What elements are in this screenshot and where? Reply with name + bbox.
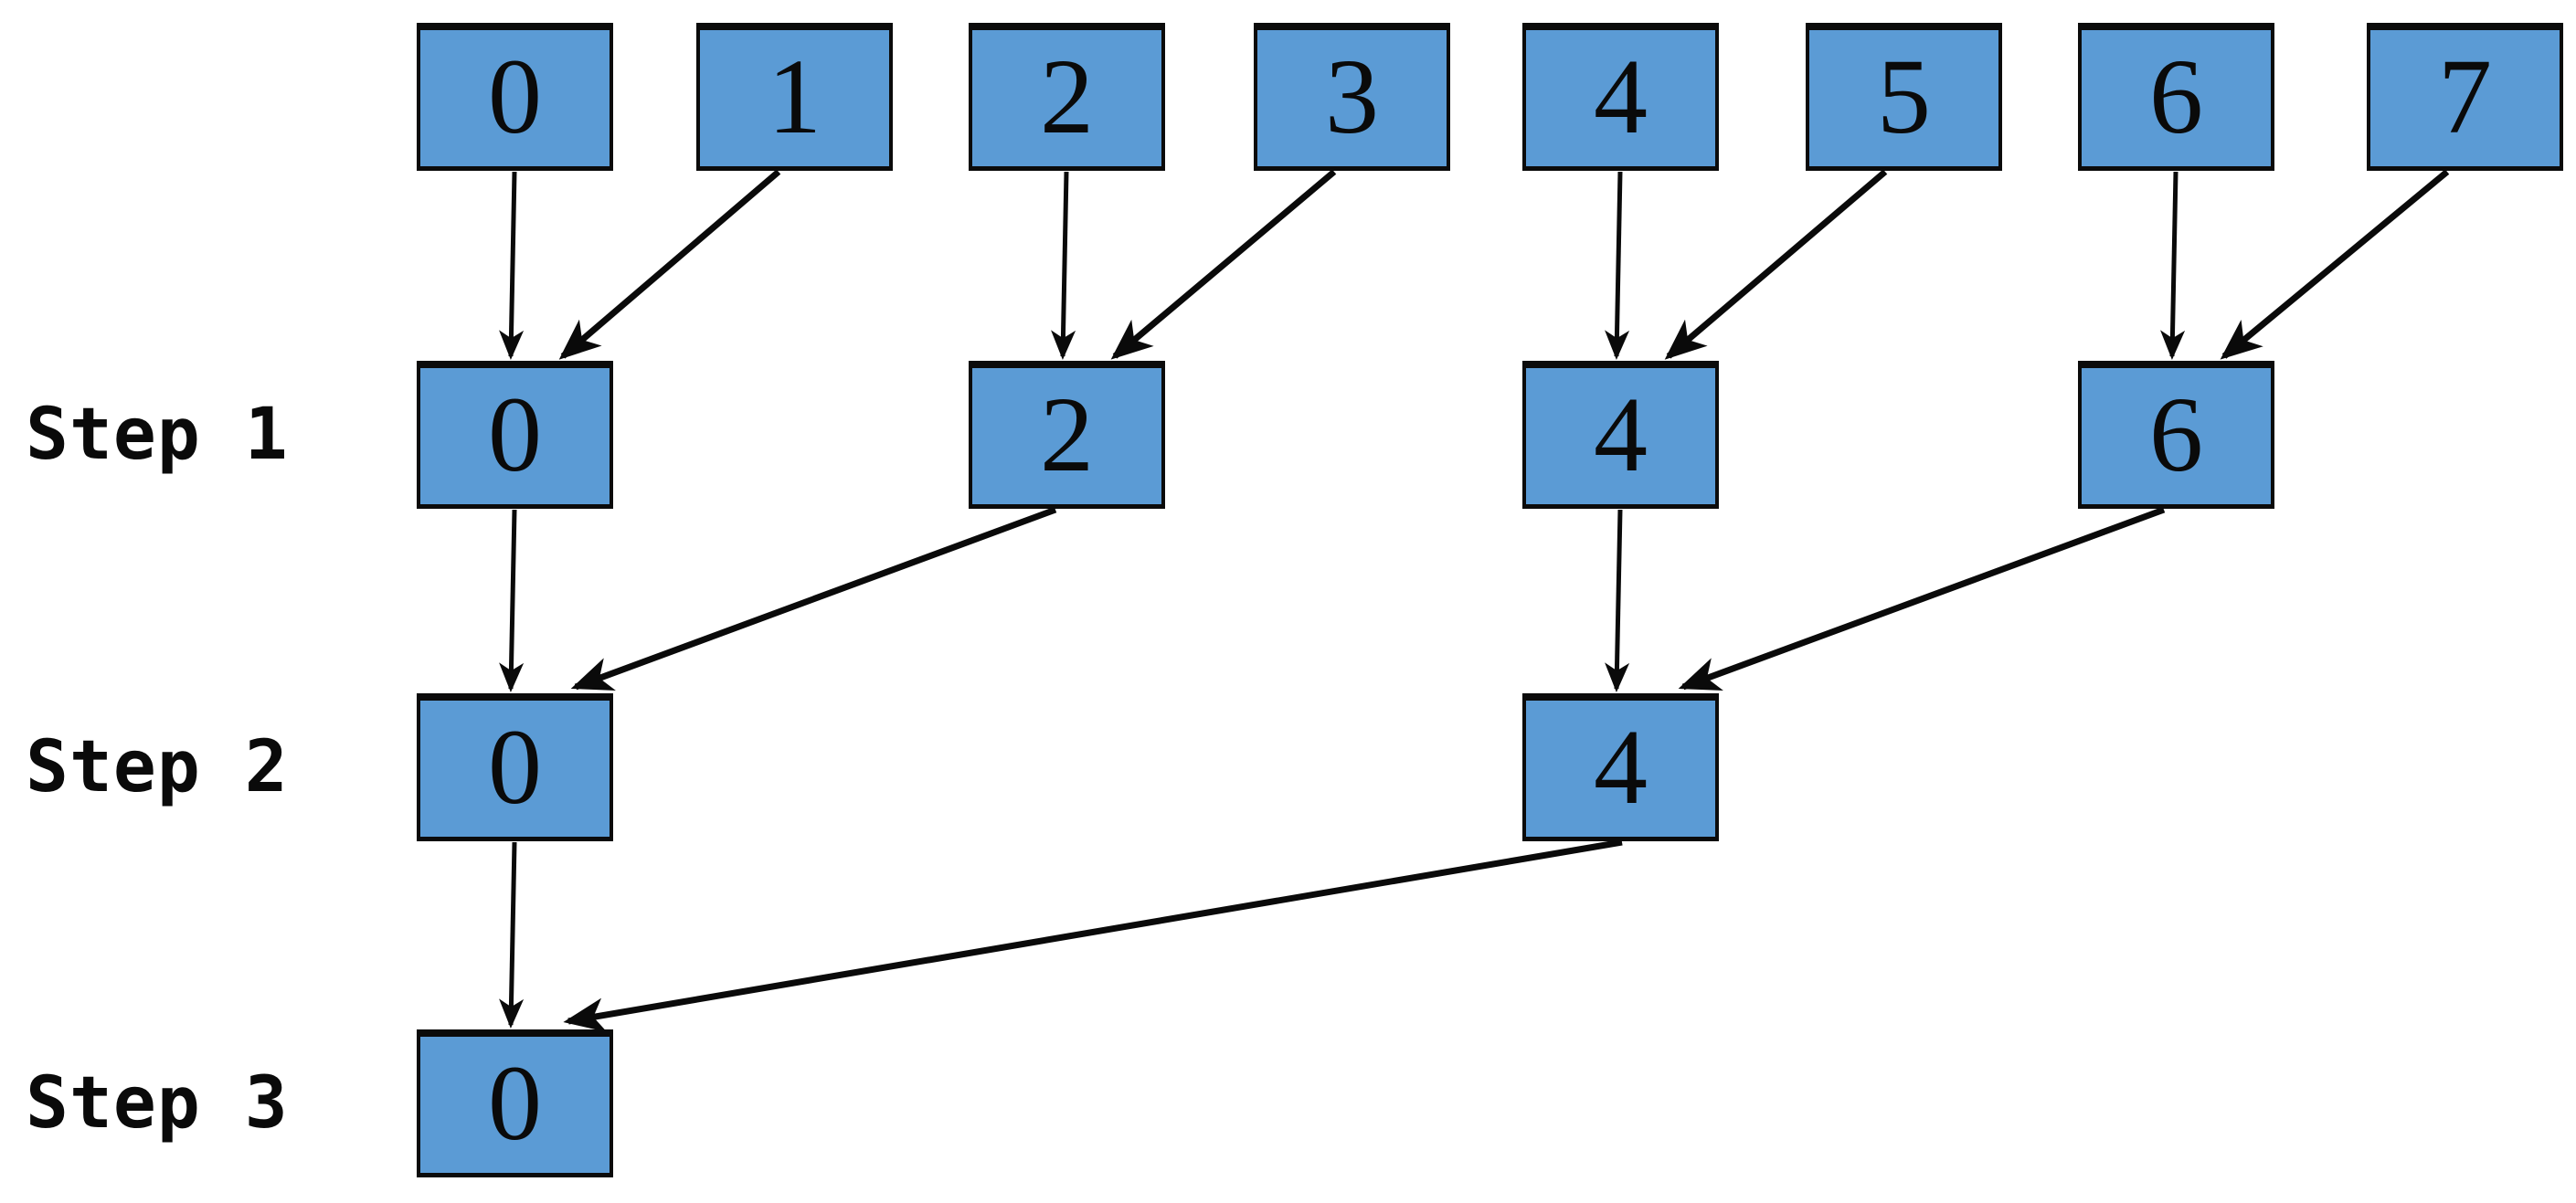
- step-2-label: Step 2: [26, 726, 289, 808]
- arrow-diagonal-1-to-step1-0: [558, 169, 781, 360]
- node-value: 2: [1040, 374, 1094, 494]
- node-value: 0: [488, 1042, 542, 1163]
- node-value: 4: [1594, 706, 1648, 827]
- arrow-vertical-4-to-step1-4: [1605, 171, 1630, 361]
- tree-node-step2-0: 0: [417, 693, 613, 841]
- node-value: 5: [1877, 36, 1931, 156]
- step-1-label: Step 1: [26, 394, 289, 476]
- arrow-vertical-0-to-step1-0: [499, 171, 525, 361]
- tree-node-step1-0: 0: [417, 361, 613, 509]
- tree-node-row0-6: 6: [2078, 23, 2274, 171]
- tree-node-step2-4: 4: [1522, 693, 1719, 841]
- tree-node-row0-4: 4: [1522, 23, 1719, 171]
- arrow-diagonal-step1-2-to-step2-0: [570, 506, 1057, 691]
- node-value: 4: [1594, 374, 1648, 494]
- tree-node-row0-3: 3: [1254, 23, 1450, 171]
- tree-node-step1-6: 6: [2078, 361, 2274, 509]
- tree-node-row0-7: 7: [2367, 23, 2563, 171]
- node-value: 4: [1594, 36, 1648, 156]
- arrow-vertical-step1-4-to-step2-4: [1605, 509, 1630, 693]
- node-value: 2: [1040, 36, 1094, 156]
- node-value: 0: [488, 706, 542, 827]
- arrow-vertical-step2-0-to-step3-0: [499, 841, 525, 1029]
- arrow-vertical-6-to-step1-6: [2160, 171, 2186, 361]
- tree-node-step1-2: 2: [969, 361, 1165, 509]
- tree-node-step3-0: 0: [417, 1029, 613, 1177]
- node-value: 0: [488, 36, 542, 156]
- tree-node-row0-2: 2: [969, 23, 1165, 171]
- arrow-diagonal-step2-4-to-step3-0: [563, 839, 1623, 1033]
- tree-node-row0-0: 0: [417, 23, 613, 171]
- node-value: 1: [768, 36, 822, 156]
- tree-node-row0-1: 1: [696, 23, 893, 171]
- arrow-vertical-step1-0-to-step2-0: [499, 509, 525, 693]
- node-value: 7: [2438, 36, 2492, 156]
- node-value: 0: [488, 374, 542, 494]
- tree-node-row0-5: 5: [1806, 23, 2002, 171]
- node-value: 3: [1325, 36, 1379, 156]
- arrow-vertical-2-to-step1-2: [1051, 171, 1076, 361]
- node-value: 6: [2149, 374, 2203, 494]
- step-3-label: Step 3: [26, 1062, 289, 1145]
- arrow-diagonal-3-to-step1-2: [1110, 169, 1337, 360]
- tree-node-step1-4: 4: [1522, 361, 1719, 509]
- arrow-diagonal-step1-6-to-step2-4: [1678, 506, 2166, 691]
- node-value: 6: [2149, 36, 2203, 156]
- arrow-diagonal-7-to-step1-6: [2220, 169, 2450, 360]
- arrow-diagonal-5-to-step1-4: [1664, 169, 1888, 360]
